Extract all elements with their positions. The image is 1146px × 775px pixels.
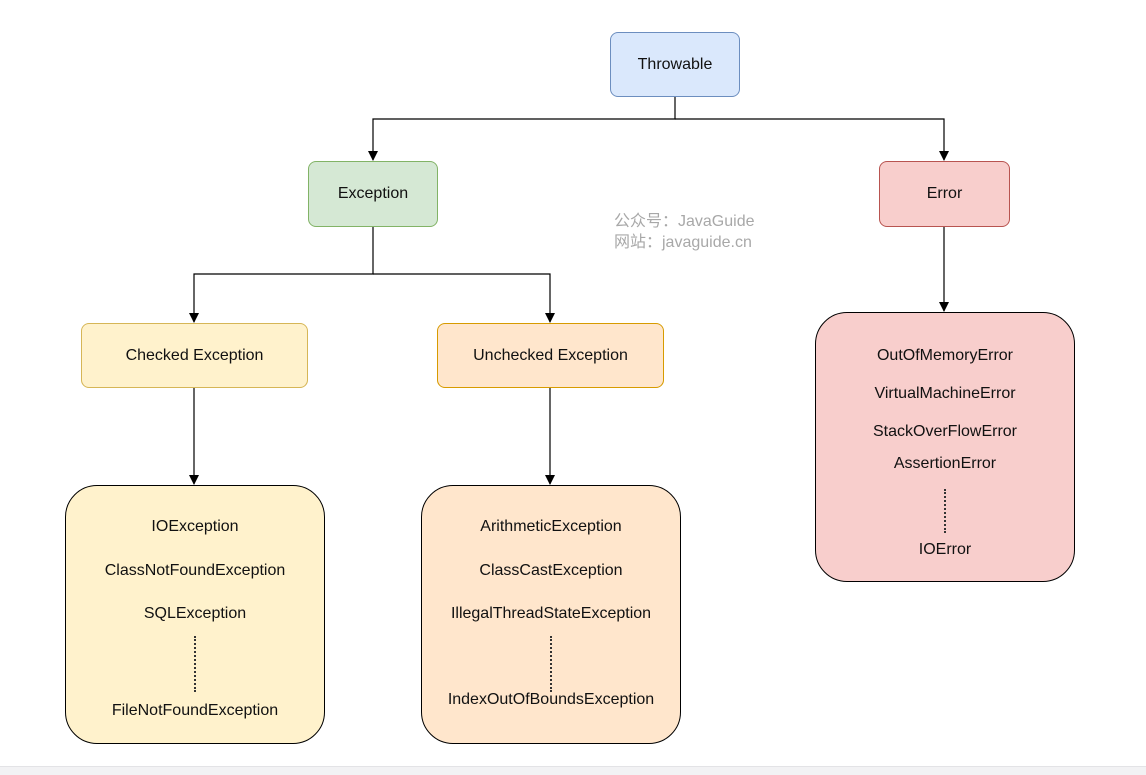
edge-throwable-exception bbox=[368, 97, 676, 161]
edge-exception-unchecked bbox=[373, 273, 555, 323]
error-node: Error bbox=[879, 161, 1010, 227]
error-example: IOError bbox=[918, 541, 972, 558]
error-example: AssertionError bbox=[893, 455, 997, 472]
checked-example: FileNotFoundException bbox=[111, 702, 279, 719]
unchecked-exception-label: Unchecked Exception bbox=[473, 346, 628, 364]
edge-exception-checked bbox=[189, 227, 374, 323]
ellipsis-dots bbox=[944, 489, 946, 533]
throwable-node: Throwable bbox=[610, 32, 740, 97]
watermark-line-1: 公众号：JavaGuide bbox=[614, 213, 755, 230]
unchecked-examples-group: ArithmeticException ClassCastException I… bbox=[421, 485, 681, 744]
ellipsis-dots bbox=[194, 636, 196, 692]
watermark: 公众号：JavaGuide 网站：javaguide.cn bbox=[614, 211, 755, 253]
error-label: Error bbox=[926, 185, 963, 202]
unchecked-example: ArithmeticException bbox=[480, 518, 622, 535]
exception-label: Exception bbox=[337, 185, 409, 202]
unchecked-exception-node: Unchecked Exception bbox=[437, 323, 664, 388]
error-examples-group: OutOfMemoryError VirtualMachineError Sta… bbox=[815, 312, 1075, 582]
edge-throwable-error bbox=[675, 118, 949, 161]
checked-exception-node: Checked Exception bbox=[81, 323, 308, 388]
error-example: StackOverFlowError bbox=[872, 423, 1018, 440]
error-example: OutOfMemoryError bbox=[876, 347, 1013, 364]
checked-example: SQLException bbox=[143, 605, 247, 622]
checked-examples-group: IOException ClassNotFoundException SQLEx… bbox=[65, 485, 325, 744]
unchecked-example: IndexOutOfBoundsException bbox=[447, 691, 655, 708]
watermark-line-2: 网站：javaguide.cn bbox=[614, 234, 752, 251]
checked-example: IOException bbox=[151, 518, 239, 535]
ellipsis-dots bbox=[550, 636, 552, 692]
unchecked-example: ClassCastException bbox=[479, 562, 623, 579]
checked-exception-label: Checked Exception bbox=[125, 346, 264, 364]
unchecked-example: IllegalThreadStateException bbox=[450, 605, 652, 622]
checked-example: ClassNotFoundException bbox=[104, 562, 286, 579]
exception-node: Exception bbox=[308, 161, 438, 227]
error-example: VirtualMachineError bbox=[874, 385, 1016, 402]
throwable-label: Throwable bbox=[637, 55, 713, 73]
bottom-strip bbox=[0, 766, 1146, 775]
